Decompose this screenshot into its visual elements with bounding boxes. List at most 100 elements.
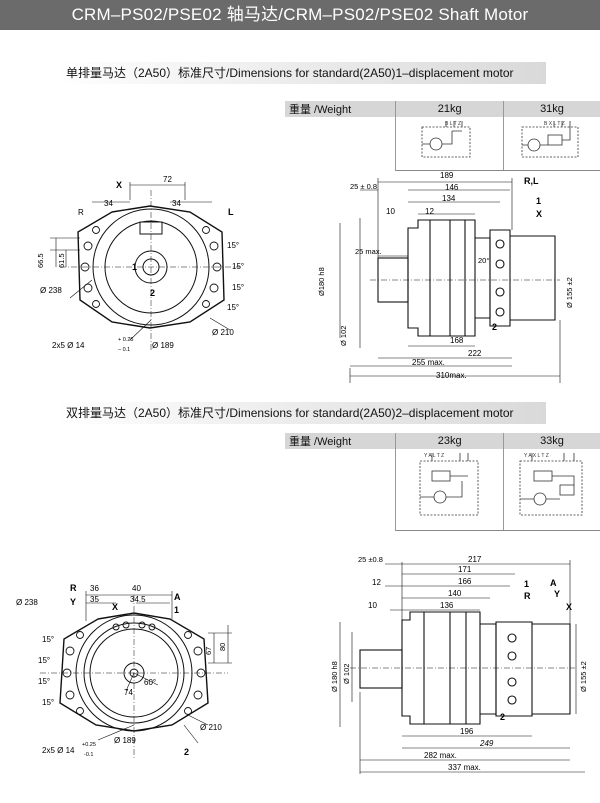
page-title: CRM–PS02/PSE02 轴马达/CRM–PS02/PSE02 Shaft … bbox=[0, 0, 600, 30]
label-r: R bbox=[70, 583, 77, 593]
label-x: X bbox=[566, 602, 572, 612]
dim-36: 36 bbox=[90, 584, 99, 593]
dim-222: 222 bbox=[468, 349, 482, 358]
label-2: 2 bbox=[184, 747, 189, 757]
dim-146: 146 bbox=[445, 183, 459, 192]
label-r: R bbox=[524, 591, 531, 601]
angle-15-4: 15° bbox=[42, 698, 54, 707]
dim-25max: 25 max. bbox=[355, 247, 382, 256]
dim-189: 189 bbox=[440, 171, 454, 180]
dim-189: Ø 189 bbox=[152, 341, 174, 350]
dim-140: 140 bbox=[448, 589, 462, 598]
weight-value-1: 23kg bbox=[395, 433, 504, 449]
label-x: X bbox=[112, 602, 118, 612]
hydraulic-schematic-1: B L T Z bbox=[395, 117, 504, 171]
dim-10: 10 bbox=[368, 601, 377, 610]
angle-15-3: 15° bbox=[38, 677, 50, 686]
dim-249: 249 bbox=[479, 739, 494, 748]
dim-74: 74 bbox=[124, 688, 133, 697]
label-1: 1 bbox=[536, 196, 541, 206]
svg-text:B X L T Z: B X L T Z bbox=[544, 121, 565, 127]
label-x: X bbox=[536, 209, 542, 219]
holes-spec: 2x5 Ø 14 bbox=[52, 341, 85, 350]
dim-171: 171 bbox=[458, 565, 472, 574]
label-2: 2 bbox=[492, 322, 497, 332]
section2-front-view: R Y X A 1 36 40 35 34.5 Ø 238 15° 15° 15… bbox=[16, 583, 232, 760]
dim-238: Ø 238 bbox=[16, 598, 38, 607]
svg-text:Y A X L T Z: Y A X L T Z bbox=[524, 453, 549, 459]
angle-15-4: 15° bbox=[227, 303, 239, 312]
section1-weight-table: 重量 /Weight 21kg 31kg B L T Z bbox=[285, 101, 600, 171]
dim-282: 282 max. bbox=[424, 751, 457, 760]
angle-15-3: 15° bbox=[232, 283, 244, 292]
dim-134: 134 bbox=[442, 194, 456, 203]
holes-spec: 2x5 Ø 14 bbox=[42, 746, 75, 755]
angle-60: 60° bbox=[144, 678, 156, 687]
angle-15-1: 15° bbox=[227, 241, 239, 250]
label-a: A bbox=[174, 592, 181, 602]
label-1: 1 bbox=[174, 605, 179, 615]
svg-text:B L T Z: B L T Z bbox=[445, 121, 461, 127]
dim-35: 35 bbox=[90, 595, 99, 604]
hydraulic-schematic-4: Y A X L T Z bbox=[503, 449, 600, 531]
dim-155: Ø 155 ±2 bbox=[565, 277, 574, 308]
label-rl: R,L bbox=[524, 176, 539, 186]
section1-side-view: 189 25 ± 0.8 146 134 10 12 R,L 1 X 25 ma… bbox=[317, 171, 574, 383]
dim-310: 310max. bbox=[436, 371, 467, 380]
hydraulic-schematic-2: B X L T Z bbox=[503, 117, 600, 171]
dim-255: 255 max. bbox=[412, 358, 445, 367]
tol-down: – 0.1 bbox=[118, 347, 130, 353]
dim-210: Ø 210 bbox=[200, 723, 222, 732]
tol-up: +0.25 bbox=[82, 742, 96, 748]
dim-102: Ø 102 bbox=[342, 664, 351, 684]
label-y: Y bbox=[554, 589, 560, 599]
dim-34a: 34 bbox=[104, 199, 113, 208]
label-x: X bbox=[116, 180, 122, 190]
dim-34-5: 34.5 bbox=[130, 595, 146, 604]
label-y: Y bbox=[70, 597, 76, 607]
tol-down: -0.1 bbox=[84, 752, 93, 758]
port-1: 1 bbox=[132, 262, 137, 272]
svg-text:Y A L T Z: Y A L T Z bbox=[424, 453, 444, 459]
dim-10: 10 bbox=[386, 207, 395, 216]
dim-72: 72 bbox=[163, 175, 172, 184]
angle-20: 20° bbox=[478, 256, 489, 265]
dim-217: 217 bbox=[468, 555, 482, 564]
dim-189: Ø 189 bbox=[114, 736, 136, 745]
label-2: 2 bbox=[500, 712, 505, 722]
dim-80: 80 bbox=[218, 643, 227, 651]
dim-180: Ø 180 h8 bbox=[330, 661, 339, 692]
dim-180: Ø180 h8 bbox=[317, 267, 326, 296]
hydraulic-schematic-3: Y A L T Z bbox=[395, 449, 504, 531]
dim-337: 337 max. bbox=[448, 763, 481, 772]
label-r: R bbox=[78, 208, 84, 217]
section2-side-view: 25 ±0.8 217 171 12 166 140 10 136 1 A R … bbox=[330, 555, 588, 774]
dim-238: Ø 238 bbox=[40, 286, 62, 295]
weight-value-1: 21kg bbox=[395, 101, 504, 117]
weight-label: 重量 /Weight bbox=[285, 433, 397, 449]
tol-up: + 0.25 bbox=[118, 337, 133, 343]
weight-value-2: 33kg bbox=[503, 433, 600, 449]
dim-155: Ø 155 ±2 bbox=[579, 661, 588, 692]
weight-value-2: 31kg bbox=[503, 101, 600, 117]
label-1: 1 bbox=[524, 579, 529, 589]
port-2: 2 bbox=[150, 288, 155, 298]
dim-12: 12 bbox=[372, 578, 381, 587]
dim-136: 136 bbox=[440, 601, 454, 610]
dim-210: Ø 210 bbox=[212, 328, 234, 337]
section2-weight-table: 重量 /Weight 23kg 33kg Y A L T Z bbox=[285, 433, 600, 531]
section2-heading: 双排量马达（2A50）标准尺寸/Dimensions for standard(… bbox=[54, 402, 546, 424]
angle-15-2: 15° bbox=[232, 262, 244, 271]
dim-102: Ø 102 bbox=[339, 326, 348, 346]
dim-40: 40 bbox=[132, 584, 141, 593]
dim-61-5: 61.5 bbox=[57, 253, 66, 268]
dim-196: 196 bbox=[460, 727, 474, 736]
weight-label: 重量 /Weight bbox=[285, 101, 397, 117]
angle-15-2: 15° bbox=[38, 656, 50, 665]
dim-168: 168 bbox=[450, 336, 464, 345]
dim-66-5: 66.5 bbox=[36, 253, 45, 268]
dim-166: 166 bbox=[458, 577, 472, 586]
label-a: A bbox=[550, 578, 557, 588]
section1-front-view: X R L 72 34 34 66.5 61.5 15° 15° 15° 15°… bbox=[36, 175, 244, 353]
dim-25: 25 ± 0.8 bbox=[350, 182, 377, 191]
